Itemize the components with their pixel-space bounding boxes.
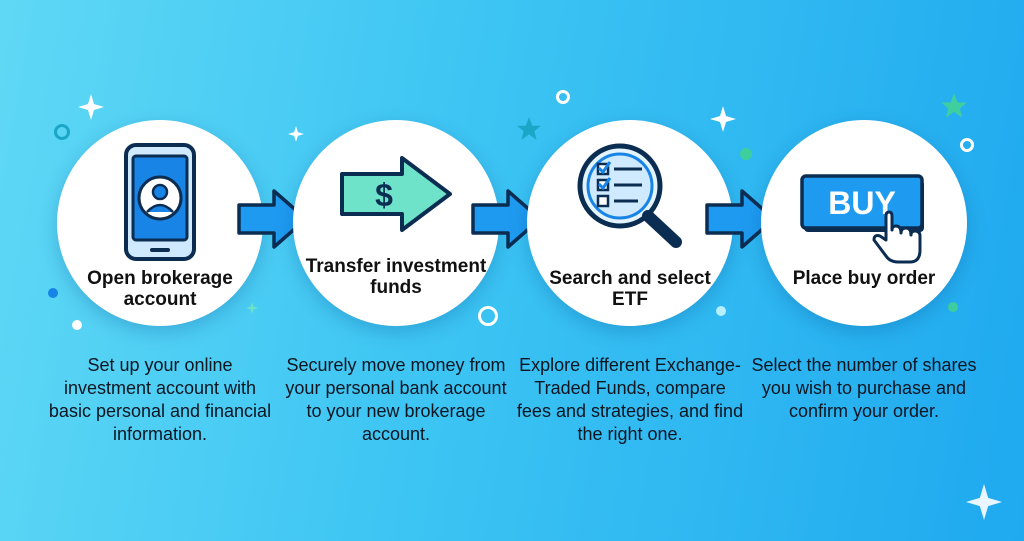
step-1-title: Open brokerage account: [87, 268, 233, 310]
step-1-circle: Open brokerage account: [57, 120, 263, 326]
magnifier-checklist-icon: [527, 138, 733, 252]
step-1-description: Set up your online investment account wi…: [48, 355, 272, 444]
dot-decoration: [716, 306, 726, 316]
ring-decoration: [478, 306, 498, 326]
ring-decoration: [556, 90, 570, 104]
buy-label: BUY: [828, 185, 896, 221]
dot-decoration: [948, 302, 958, 312]
step-2-circle: $ Transfer investment funds: [293, 120, 499, 326]
hand-cursor-icon: [872, 210, 922, 264]
ring-decoration: [960, 138, 974, 152]
arrow-right-icon: [237, 189, 308, 249]
sparkle-icon: [246, 302, 258, 314]
step-4-circle: BUY Place buy order: [761, 120, 967, 326]
dollar-arrow-icon: $: [293, 154, 499, 234]
sparkle-icon: [78, 94, 104, 120]
step-2-title: Transfer investment funds: [305, 256, 487, 298]
star-icon: [941, 93, 967, 118]
dot-decoration: [48, 288, 58, 298]
step-3-circle: Search and select ETF: [527, 120, 733, 326]
sparkle-icon: [710, 106, 736, 132]
ring-decoration: [54, 124, 70, 140]
dot-decoration: [72, 320, 82, 330]
step-4-description: Select the number of shares you wish to …: [751, 355, 977, 421]
dot-decoration: [740, 148, 752, 160]
dollar-sign: $: [375, 177, 393, 213]
smartphone-user-icon: [57, 142, 263, 262]
step-3-title: Search and select ETF: [549, 268, 711, 310]
buy-button-cursor-icon: BUY: [761, 170, 967, 270]
sparkle-icon: [966, 484, 1002, 520]
sparkle-icon: [288, 126, 304, 142]
arrow-right-icon: [705, 189, 776, 249]
step-2-description: Securely move money from your personal b…: [285, 355, 507, 444]
arrow-right-icon: [471, 189, 542, 249]
step-4-title: Place buy order: [792, 268, 936, 289]
step-3-description: Explore different Exchange-Traded Funds,…: [516, 355, 744, 444]
star-icon: [517, 117, 541, 140]
